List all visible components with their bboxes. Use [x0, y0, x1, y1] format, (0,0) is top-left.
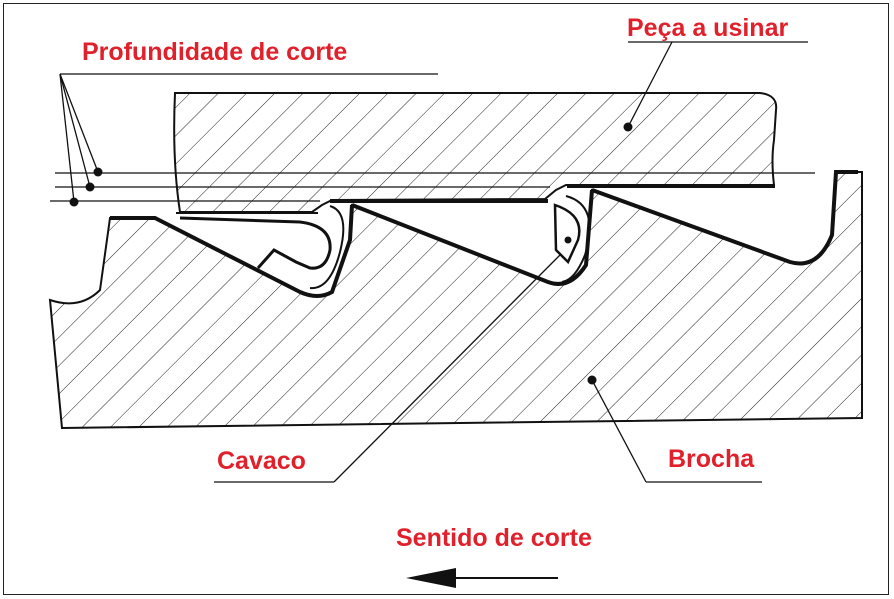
workpiece-label: Peça a usinar	[627, 14, 788, 42]
depth-dot-2	[85, 182, 95, 192]
workpiece-leader	[623, 41, 808, 132]
broach-leader	[587, 375, 762, 483]
direction-label: Sentido de corte	[396, 524, 592, 552]
figure-frame	[3, 3, 889, 595]
workpiece-body	[173, 92, 778, 213]
broach-label: Brocha	[668, 445, 755, 473]
depth-leaders	[59, 73, 438, 207]
workpiece	[173, 92, 778, 214]
arrow-left-icon	[406, 568, 558, 588]
chip-curl-2	[309, 205, 345, 290]
depth-label: Profundidade de corte	[82, 38, 347, 66]
depth-lines	[50, 172, 815, 202]
chip-label: Cavaco	[217, 447, 306, 475]
broach-tooth-3	[591, 170, 858, 266]
depth-dot-1	[93, 167, 103, 177]
chip-leader	[214, 254, 561, 483]
broach-tooth-2	[351, 189, 594, 286]
depth-dot-3	[69, 197, 79, 207]
broach-tooth-1	[110, 204, 354, 298]
chip-curl-1	[179, 216, 332, 270]
chip-dot	[564, 236, 572, 244]
chip-groove-2	[561, 195, 591, 283]
chips	[179, 195, 591, 290]
chip-small	[553, 203, 581, 265]
